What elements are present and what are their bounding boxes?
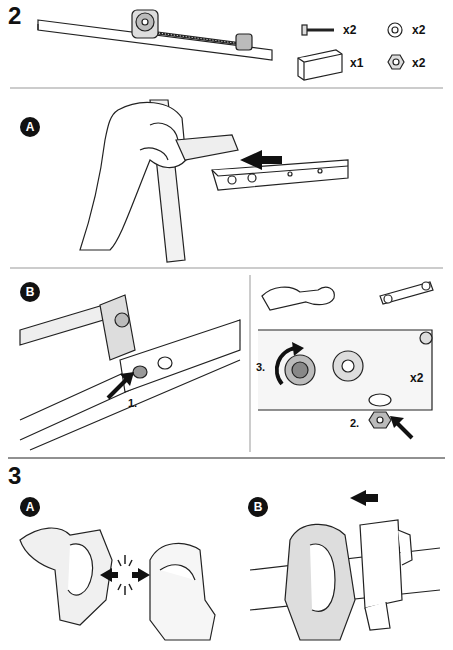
drawing-stroke (420, 332, 432, 344)
drawing-stroke (150, 32, 250, 45)
callout-number: x2 (410, 372, 423, 384)
drawing-stroke (342, 360, 354, 372)
drawing-stroke (142, 19, 148, 25)
step3-a-drawing (20, 528, 215, 640)
drawing-stroke (118, 555, 132, 595)
drawing-stroke (292, 342, 304, 356)
drawing-stroke (360, 520, 402, 608)
drawing-stroke (108, 380, 126, 398)
drawing-stroke (212, 166, 348, 176)
callout-number: x2 (343, 24, 356, 36)
drawing-stroke (377, 417, 383, 423)
drawing-stroke (160, 565, 195, 580)
drawing-stroke (396, 422, 412, 438)
panel-letter: B (254, 501, 263, 513)
drawing-stroke (380, 282, 433, 304)
panel-letter: A (26, 121, 35, 133)
drawing-stroke (100, 295, 135, 360)
panel-letter-badge: B (248, 497, 268, 517)
drawing-stroke (422, 282, 430, 290)
panel-letter: B (26, 286, 35, 298)
drawing-stroke (292, 362, 308, 378)
panel-letter-badge: A (20, 497, 40, 517)
drawing-stroke (115, 313, 129, 327)
drawing-stroke (388, 55, 404, 69)
drawing-stroke (100, 568, 118, 582)
drawing-stroke (390, 416, 404, 428)
callout-number: x2 (412, 24, 425, 36)
callout-number: 1. (128, 398, 137, 409)
drawing-stroke (384, 295, 392, 303)
drawing-stroke (176, 135, 238, 160)
divider (250, 275, 251, 452)
drawing-stroke (393, 59, 399, 65)
drawing-stroke (398, 530, 412, 565)
drawing-stroke (228, 176, 236, 184)
drawing-stroke (133, 366, 147, 378)
drawing-stroke (392, 27, 398, 33)
drawing-stroke (68, 544, 93, 595)
panel-letter-badge: B (20, 282, 40, 302)
panel-letter-badge: A (20, 117, 40, 137)
drawing-stroke (369, 394, 391, 406)
drawing-stroke (285, 524, 355, 640)
callout-number: x1 (350, 57, 363, 69)
drawing-stroke (258, 330, 432, 410)
separator (10, 88, 443, 89)
drawing-stroke (285, 355, 315, 385)
step2-parts (38, 10, 404, 80)
drawing-stroke (298, 54, 342, 80)
drawing-stroke (298, 50, 342, 80)
step-number: 2 (8, 4, 21, 28)
drawing-stroke (302, 25, 307, 35)
drawing-stroke (350, 490, 378, 506)
callout-number: 2. (350, 418, 359, 429)
drawing-stroke (262, 287, 334, 310)
drawing-stroke (150, 32, 250, 45)
panel-letter: A (26, 501, 35, 513)
drawing-stroke (150, 543, 215, 640)
drawing-stroke (120, 372, 134, 386)
drawing-stroke (365, 602, 390, 630)
drawing-stroke (158, 357, 172, 369)
drawing-stroke (388, 23, 402, 37)
step3-b-drawing (250, 490, 440, 640)
drawing-stroke (248, 174, 256, 182)
separator (10, 268, 443, 269)
drawing-stroke (37, 24, 38, 30)
panel-a-drawing (80, 100, 348, 262)
panel-b-left-drawing (20, 295, 240, 450)
callout-number: 3. (256, 362, 265, 373)
drawing-stroke (305, 29, 334, 32)
drawing-stroke (288, 172, 292, 176)
drawing-stroke (369, 412, 391, 428)
drawing-stroke (318, 169, 322, 173)
drawing-stroke (333, 351, 363, 381)
drawing-stroke (132, 10, 158, 38)
step-number: 3 (8, 464, 21, 488)
drawing-stroke (80, 102, 186, 250)
drawing-stroke (140, 123, 178, 160)
drawing-stroke (310, 544, 335, 611)
drawing-stroke (277, 348, 296, 384)
drawing-stroke (120, 320, 240, 392)
drawing-stroke (240, 150, 282, 170)
panel-b-right-drawing (258, 282, 433, 438)
drawing-stroke (236, 34, 252, 50)
callout-number: x2 (412, 57, 425, 69)
drawing-stroke (132, 568, 150, 582)
separator (8, 458, 445, 459)
drawing-stroke (136, 13, 154, 31)
drawing-stroke (20, 528, 112, 625)
drawing-stroke (212, 160, 348, 190)
